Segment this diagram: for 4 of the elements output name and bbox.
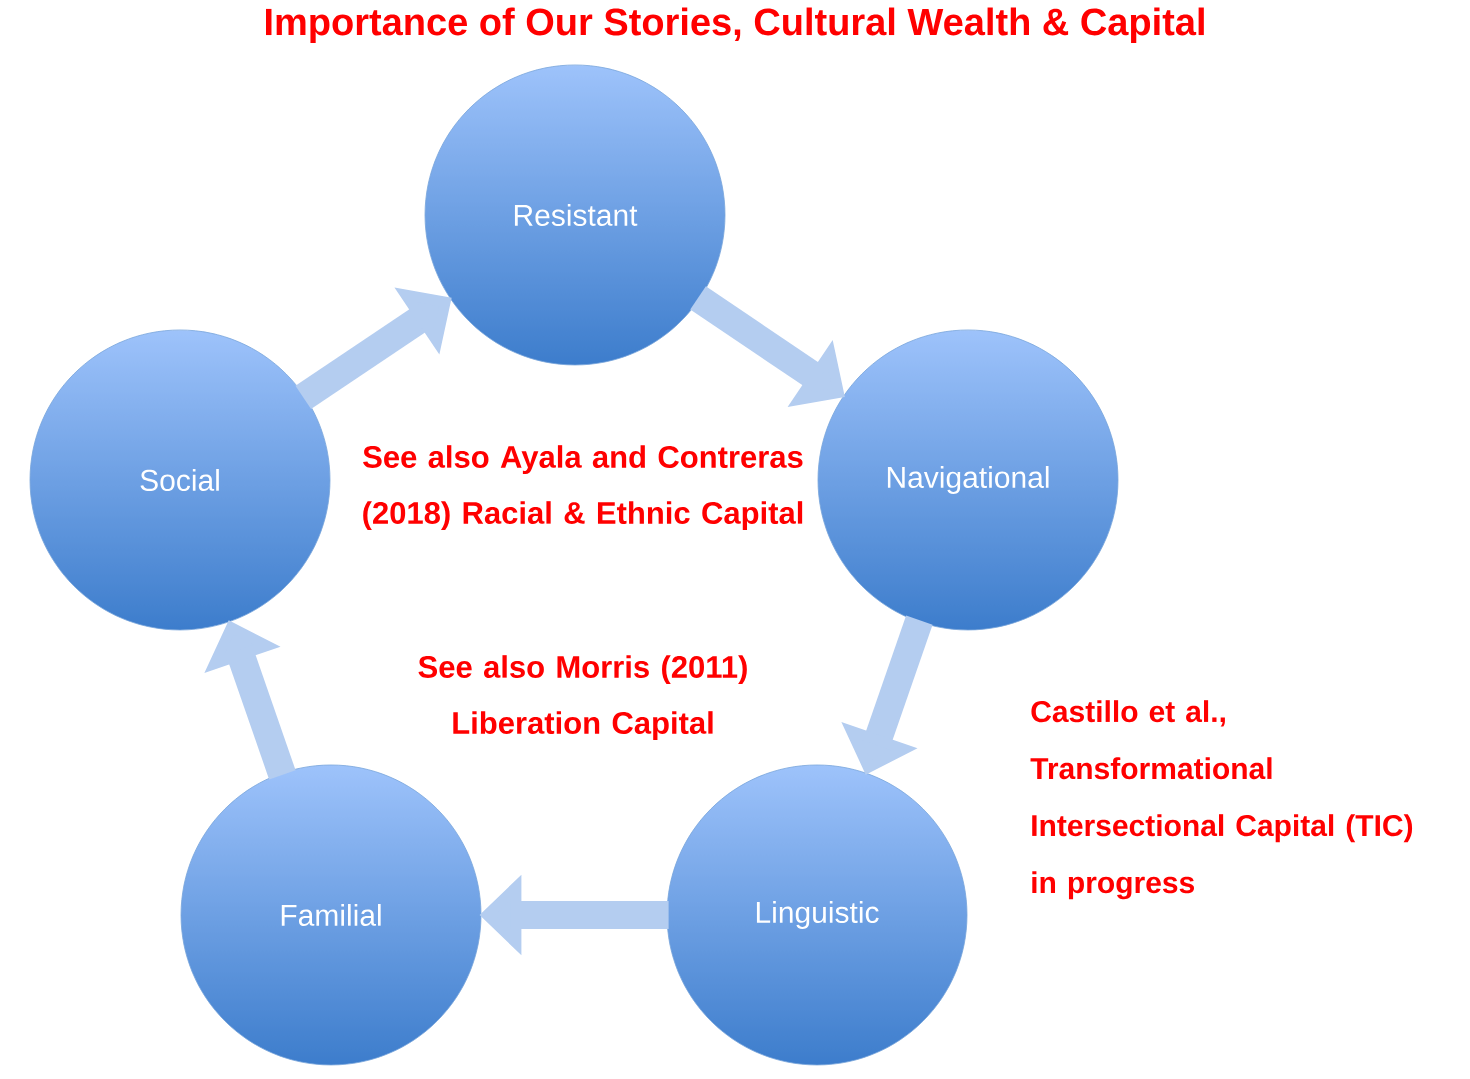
note: See also Morris (2011) Liberation Capital	[418, 655, 747, 741]
title: Importance of Our Stories, Cultural Wealth & Capital	[266, 7, 1204, 43]
note: Castillo et al., Transformational Intersectional Capital (TIC) in progress	[1030, 700, 1413, 900]
note: See also Ayala and Contreras (2018) Racial & Ethnic Capital	[363, 445, 803, 531]
